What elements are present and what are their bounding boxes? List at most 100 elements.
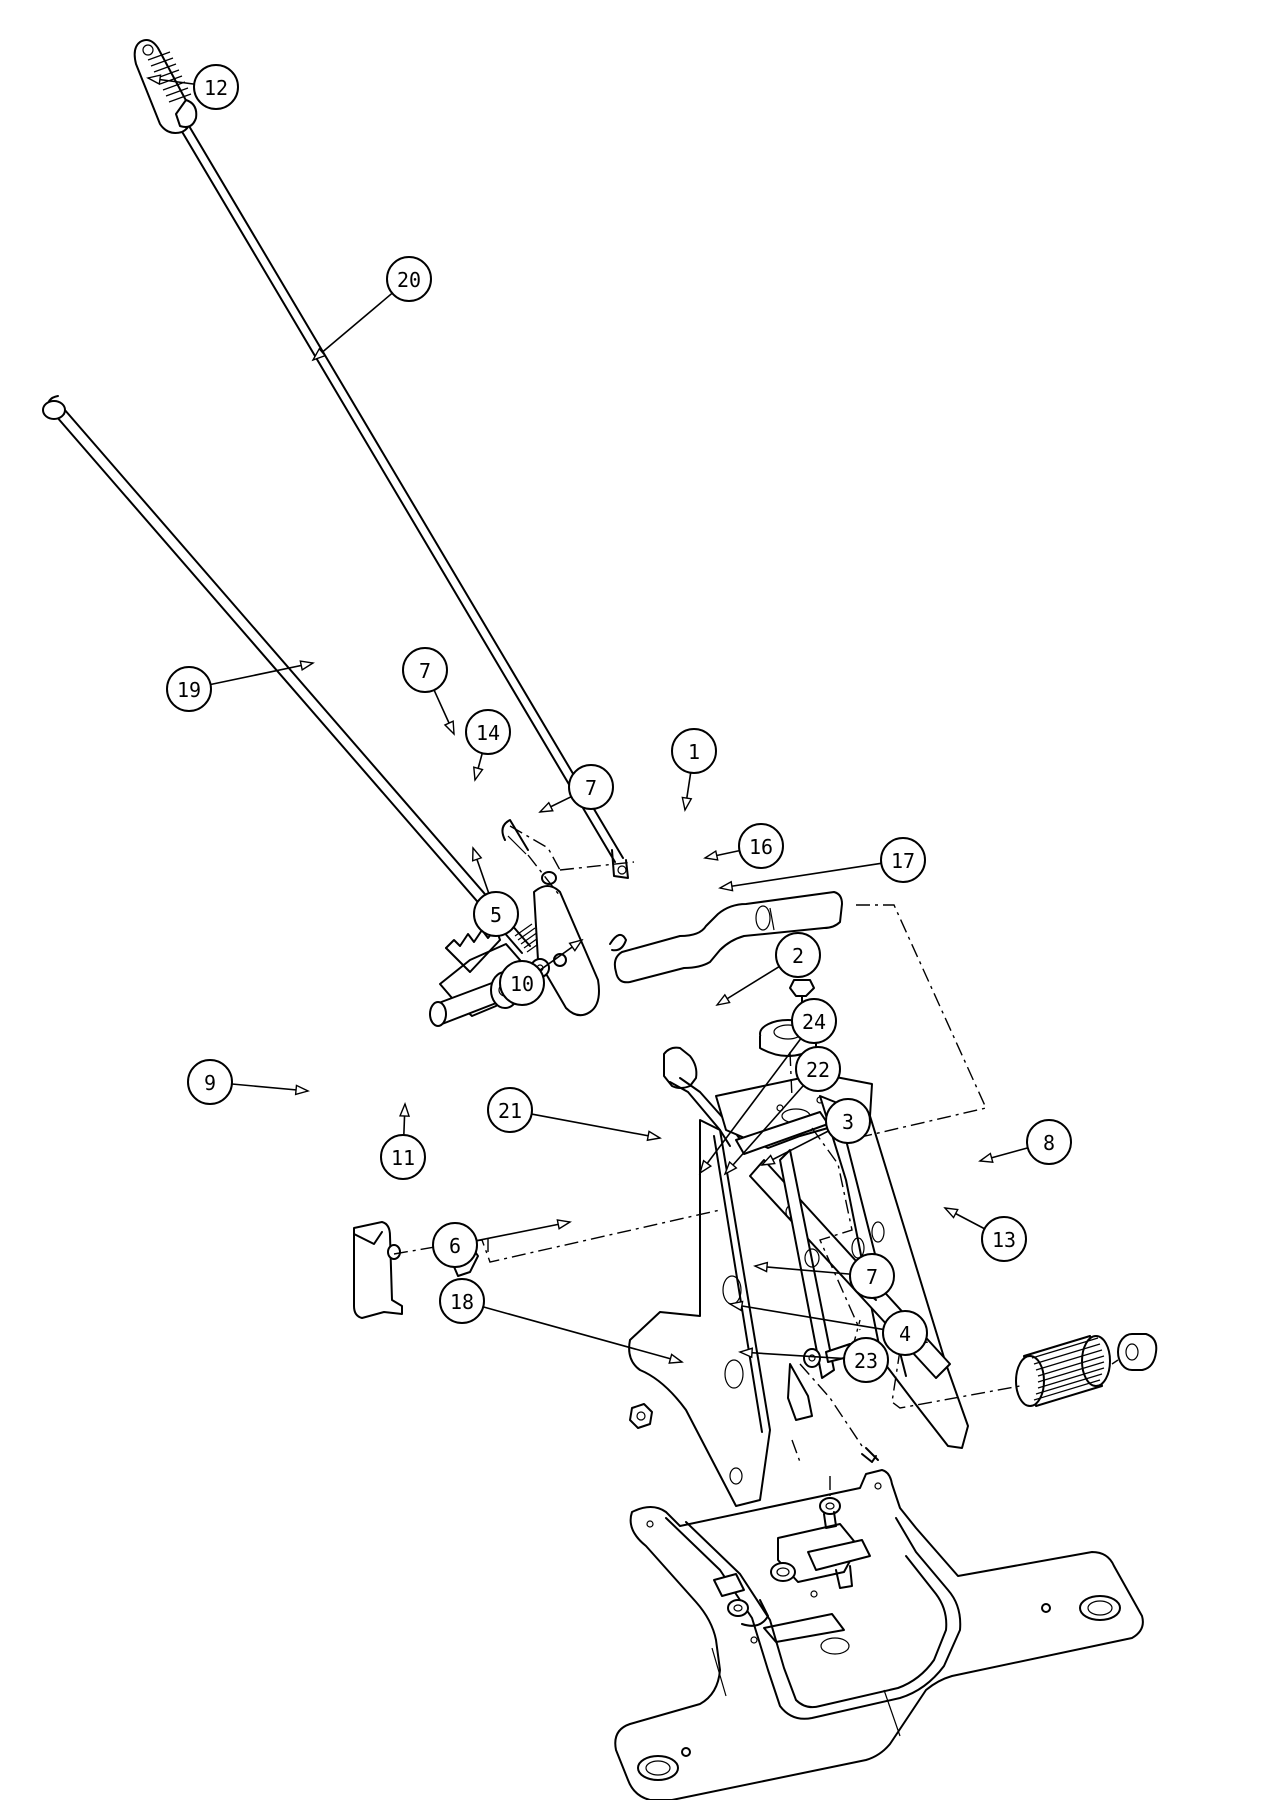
callout-11: 11 — [380, 1102, 426, 1180]
callout-number: 2 — [792, 944, 804, 968]
callout-number: 13 — [992, 1228, 1016, 1252]
callout-bubble — [825, 1098, 871, 1144]
callout-arrowhead — [718, 880, 734, 892]
callout-number: 21 — [498, 1099, 522, 1123]
callout-arrowhead — [294, 1084, 310, 1096]
callout-10: 10 — [499, 938, 584, 1006]
callout-arrowhead — [728, 1300, 744, 1312]
callout-leader — [531, 1113, 661, 1139]
callout-24: 24 — [698, 998, 837, 1175]
callout-bubble — [568, 764, 614, 810]
callout-arrowhead — [703, 849, 719, 861]
callout-number: 12 — [204, 76, 228, 100]
callout-23: 23 — [738, 1337, 889, 1383]
callout-3: 3 — [760, 1098, 871, 1166]
callout-bubble — [386, 256, 432, 302]
callout-number: 7 — [419, 659, 431, 683]
assembly-centerlines — [393, 825, 1119, 1496]
callout-number: 20 — [397, 268, 421, 292]
callout-number: 14 — [476, 721, 500, 745]
callout-bubble — [166, 666, 212, 712]
callout-bubble — [439, 1278, 485, 1324]
callout-13: 13 — [943, 1207, 1027, 1262]
cotter-pin-7-lower — [861, 1447, 879, 1463]
callout-12: 12 — [146, 64, 239, 110]
callout-bubble — [795, 1046, 841, 1092]
callout-7: 7 — [402, 647, 455, 736]
knob-9 — [353, 1221, 403, 1319]
callout-14: 14 — [465, 709, 511, 782]
callout-bubble — [187, 1059, 233, 1105]
callout-5: 5 — [471, 846, 519, 937]
callout-bubble — [402, 647, 448, 693]
callout-bubble — [473, 891, 519, 937]
callout-bubble — [671, 728, 717, 774]
callout-leader — [312, 292, 393, 361]
spring-12 — [133, 39, 198, 134]
callout-6: 6 — [432, 1219, 572, 1268]
callout-leader — [231, 1083, 309, 1092]
callout-arrowhead — [473, 766, 484, 782]
callout-number: 23 — [854, 1349, 878, 1373]
callout-bubble — [380, 1134, 426, 1180]
rod-20 — [167, 103, 629, 879]
callout-arrowhead — [753, 1261, 769, 1273]
callout-bubble — [487, 1087, 533, 1133]
callout-number: 22 — [806, 1058, 830, 1082]
callout-leader — [476, 1221, 571, 1242]
callout-bubble — [775, 932, 821, 978]
callout-18: 18 — [439, 1278, 684, 1364]
callout-leader — [482, 1306, 683, 1363]
callout-number: 3 — [842, 1110, 854, 1134]
callout-arrowhead — [760, 1154, 776, 1166]
callout-2: 2 — [715, 932, 821, 1007]
callout-7: 7 — [753, 1253, 895, 1299]
callout-bubble — [843, 1337, 889, 1383]
callout-bubble — [465, 709, 511, 755]
callout-arrowhead — [698, 1159, 713, 1175]
callout-17: 17 — [718, 837, 926, 892]
callout-number: 5 — [490, 903, 502, 927]
callout-arrowhead — [538, 801, 554, 813]
callout-number: 19 — [177, 678, 201, 702]
callout-20: 20 — [311, 256, 432, 362]
callout-arrowhead — [556, 1219, 572, 1230]
callout-bubble — [791, 998, 837, 1044]
callout-9: 9 — [187, 1059, 310, 1105]
callout-bubble — [981, 1216, 1027, 1262]
callout-number: 7 — [585, 776, 597, 800]
callout-19: 19 — [166, 660, 315, 712]
callout-arrowhead — [646, 1130, 662, 1142]
callout-number: 8 — [1043, 1131, 1055, 1155]
rod-19 — [42, 395, 545, 954]
callout-arrowhead — [715, 993, 731, 1007]
base-plate — [614, 1469, 1144, 1800]
callout-7: 7 — [538, 764, 614, 813]
pedal-frame-21 — [628, 1046, 969, 1507]
callout-arrowhead — [943, 1207, 959, 1219]
callout-leader — [739, 1351, 845, 1360]
callout-bubble — [432, 1222, 478, 1268]
roller-13 — [1015, 1335, 1111, 1407]
callout-number: 4 — [899, 1322, 911, 1346]
callout-arrowhead — [471, 846, 483, 862]
callout-arrowhead — [978, 1152, 994, 1163]
callout-leader — [719, 862, 882, 889]
callout-arrowhead — [681, 796, 693, 812]
callout-number: 9 — [204, 1071, 216, 1095]
cotter-pin-7-top — [501, 819, 529, 855]
callout-bubble — [499, 960, 545, 1006]
callout-bubble — [882, 1310, 928, 1356]
callout-bubble — [880, 837, 926, 883]
callout-arrowhead — [299, 660, 315, 671]
callout-number: 1 — [688, 740, 700, 764]
callout-bubble — [193, 64, 239, 110]
callout-22: 22 — [723, 1046, 841, 1176]
callout-arrowhead — [399, 1102, 411, 1117]
callout-arrowhead — [723, 1160, 738, 1176]
callout-arrowhead — [738, 1347, 754, 1359]
nut-6 — [629, 1403, 653, 1429]
callout-leader — [754, 1265, 851, 1275]
